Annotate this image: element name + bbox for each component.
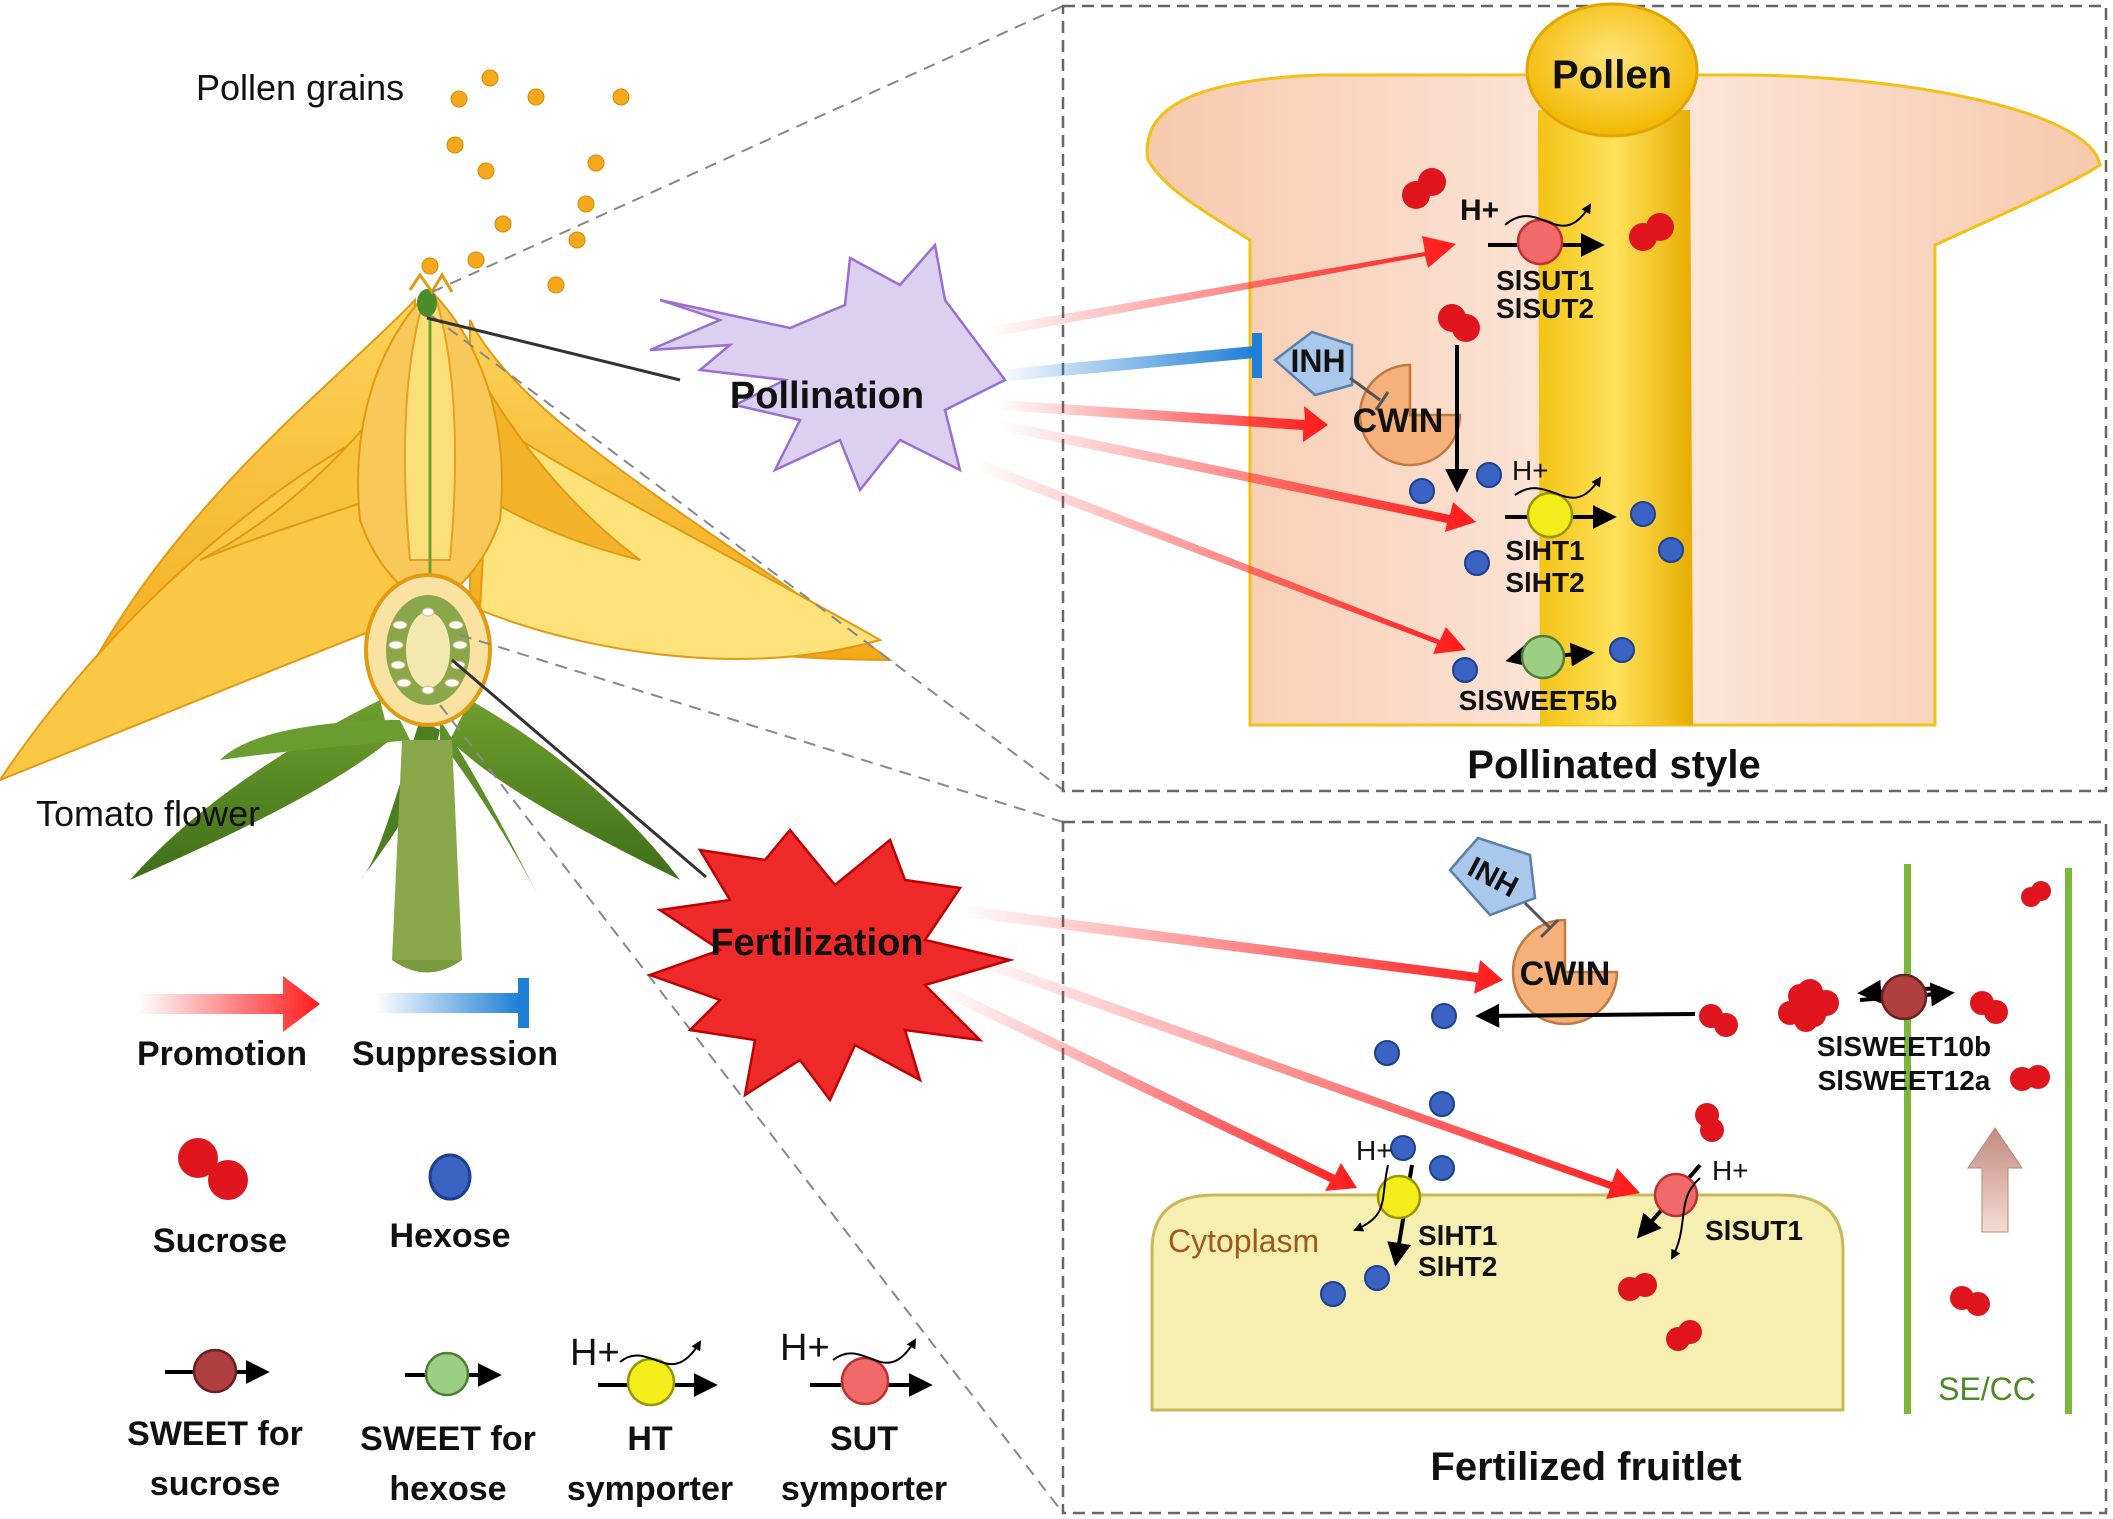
fertilized-fruitlet-panel: Cytoplasm SE/CC Fertilized fruitlet [1061, 820, 2108, 1515]
legend-promotion-label: Promotion [137, 1035, 307, 1073]
legend-ht-hplus: H+ [570, 1332, 620, 1374]
pollen-label: Pollen [1552, 53, 1672, 97]
style-ht-label-1: SlHT1 [1505, 535, 1584, 566]
legend-suppression-arrow [375, 993, 520, 1013]
pollinated-style-title: Pollinated style [1467, 743, 1760, 787]
style-ht-symporter: H+ SlHT1 SlHT2 [1505, 455, 1617, 598]
legend-sut-label-2: symporter [781, 1470, 947, 1508]
phloem-unloading-arrow [1967, 1127, 2023, 1233]
legend-suppression-label: Suppression [352, 1035, 558, 1073]
style-sut-symporter: H+ SlSUT1 SlSUT2 [1460, 194, 1605, 324]
fruit-sweet-label-1: SlSWEET10b [1817, 1031, 1991, 1062]
fertilized-fruitlet-title: Fertilized fruitlet [1430, 1445, 1741, 1489]
fruit-sucrose-sweet-left-final [1797, 979, 1839, 1016]
fruit-ht-label-2: SlHT2 [1418, 1251, 1497, 1282]
fertilization-effect-arrows [941, 905, 1640, 1199]
style-sweet-label: SlSWEET5b [1459, 685, 1618, 716]
fruit-sucrose-molecules [1618, 881, 2051, 1351]
legend-promotion-arrow [138, 976, 320, 1032]
tomato-flower-illustration [0, 272, 894, 973]
fruit-hexose-molecules [1320, 1003, 1457, 1307]
legend-sweet-sucrose-label-2: sucrose [150, 1465, 280, 1503]
fruit-sweet-transporter: SlSWEET10b SlSWEET12a [1817, 973, 1991, 1096]
fruit-sut-label: SlSUT1 [1705, 1215, 1803, 1246]
fertilization-burst [646, 828, 1015, 1103]
legend-sweet-hexose-icon [405, 1351, 502, 1397]
callout-lines [426, 316, 707, 879]
legend: Promotion Suppression Sucrose Hexose SWE… [127, 976, 947, 1508]
pollen-grain [1525, 2, 1699, 138]
legend-ht-label-2: symporter [567, 1470, 733, 1508]
tomato-flower-label: Tomato flower [36, 793, 260, 834]
style-sweet-transporter: SlSWEET5b [1459, 634, 1618, 716]
legend-ht-symporter-icon: H+ [570, 1332, 718, 1407]
style-sut-label-1: SlSUT1 [1496, 265, 1594, 296]
fertilization-label: Fertilization [710, 922, 923, 964]
style-hexose-molecules [1409, 462, 1684, 683]
fruit-ht-label-1: SlHT1 [1418, 1220, 1497, 1251]
style-cwin-label: CWIN [1353, 402, 1444, 440]
style-ht-label-2: SlHT2 [1505, 567, 1584, 598]
fruit-sut-symporter: H+ SlSUT1 [1636, 1155, 1803, 1260]
fruit-cwin-enzyme: CWIN [1511, 918, 1619, 1026]
se-cc-label: SE/CC [1938, 1371, 2036, 1407]
legend-hexose-icon [428, 1153, 472, 1201]
style-inh-inhibitor: INH [1273, 330, 1390, 411]
legend-hexose-label: Hexose [390, 1217, 511, 1255]
pollination-label: Pollination [730, 375, 924, 417]
fruit-ht-symporter: H+ SlHT1 SlHT2 [1353, 1135, 1497, 1282]
fruit-ht-hplus: H+ [1356, 1135, 1393, 1166]
fruit-inh-inhibitor: INH [1448, 836, 1560, 939]
fruit-sweet-label-2: SlSWEET12a [1818, 1065, 1991, 1096]
fruit-cwin-label: CWIN [1520, 955, 1611, 993]
legend-sut-hplus: H+ [780, 1327, 830, 1369]
pollen-grains-label: Pollen grains [196, 67, 404, 108]
pollination-burst [649, 242, 1007, 493]
style-ht-hplus: H+ [1512, 455, 1549, 486]
style-inh-label: INH [1290, 343, 1345, 379]
pollen-grain-dots [421, 69, 630, 294]
legend-sweet-hexose-label-1: SWEET for [360, 1420, 536, 1458]
legend-sucrose-icon [178, 1138, 248, 1200]
legend-sweet-sucrose-label-1: SWEET for [127, 1415, 303, 1453]
legend-sweet-sucrose-icon [165, 1348, 270, 1394]
style-cwin-enzyme: CWIN [1353, 363, 1462, 467]
pollinated-style-panel: Pollen Pollinated style [1061, 2, 2108, 793]
legend-sut-label-1: SUT [830, 1420, 898, 1458]
legend-sweet-hexose-label-2: hexose [389, 1470, 506, 1508]
zoom-guide-lines [431, 5, 1064, 1514]
fruit-sut-hplus: H+ [1712, 1155, 1749, 1186]
style-sucrose-molecules [1402, 168, 1674, 342]
style-sut-label-2: SlSUT2 [1496, 293, 1594, 324]
legend-ht-label-1: HT [627, 1420, 673, 1458]
style-sut-hplus: H+ [1460, 194, 1499, 227]
pollination-effect-arrows [976, 236, 1476, 654]
fruit-sucrose-to-hexose-arrow [1475, 1003, 1696, 1028]
cytoplasm-label: Cytoplasm [1168, 1223, 1319, 1259]
legend-sucrose-label: Sucrose [153, 1222, 287, 1260]
legend-sut-symporter-icon: H+ [780, 1327, 933, 1406]
